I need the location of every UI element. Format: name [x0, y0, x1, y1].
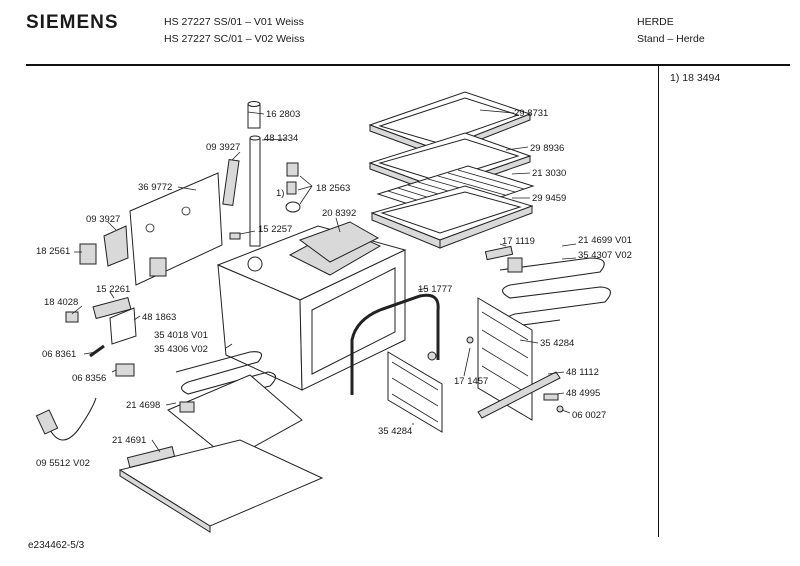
label-16-2803: 16 2803 [266, 109, 300, 120]
label-18-2563: 18 2563 [316, 183, 350, 194]
label-48-1334: 48 1334 [264, 133, 298, 144]
label-35-4307-v02: 35 4307 V02 [578, 250, 632, 261]
switch-18-2561 [79, 243, 97, 265]
label-15-2261: 15 2261 [96, 284, 130, 295]
door-seal-15-1777 [350, 293, 440, 395]
bracket-18-4028 [65, 311, 79, 323]
label-21-4698: 21 4698 [126, 400, 160, 411]
side-rail-35-4284-right [477, 297, 533, 421]
grill-element-21-4699 [499, 257, 611, 327]
model-line-2: HS 27227 SC/01 – V02 Weiss [164, 33, 305, 45]
hinge-09-3927 [103, 225, 129, 267]
hinge-09-3927-top [222, 158, 240, 207]
label-21-4691: 21 4691 [112, 435, 146, 446]
label-18-2561: 18 2561 [36, 246, 70, 257]
label-footnote-marker: 1) [276, 188, 284, 199]
screws-17-1457 [427, 336, 474, 361]
bottom-element-35-4018 [175, 351, 277, 405]
base-plate-21-4691 [118, 439, 324, 533]
category-title: HERDE [637, 16, 674, 28]
label-18-4028: 18 4028 [44, 297, 78, 308]
label-09-3927: 09 3927 [86, 214, 120, 225]
holder-17-1119 [484, 245, 514, 261]
label-29-8936: 29 8936 [530, 143, 564, 154]
label-20-8392: 20 8392 [322, 208, 356, 219]
terminal-15-2261 [92, 296, 132, 320]
label-15-2257: 15 2257 [258, 224, 292, 235]
label-06-8356: 06 8356 [72, 373, 106, 384]
drawing-number: e234462-5/3 [28, 540, 85, 551]
insulation-20-8392 [298, 221, 380, 263]
baking-tray-29-9459 [370, 185, 534, 249]
oven-muffle-body [216, 225, 407, 391]
side-rail-35-4284-left [387, 351, 443, 433]
label-21-4699-v01: 21 4699 V01 [578, 235, 632, 246]
brand-logo: SIEMENS [26, 12, 119, 33]
clip-15-2257 [229, 232, 241, 240]
clips-48-4995-06-0027 [543, 393, 564, 413]
label-17-1457: 17 1457 [454, 376, 488, 387]
label-35-4018-v01: 35 4018 V01 [154, 330, 208, 341]
label-36-9772: 36 9772 [138, 182, 172, 193]
bottom-plate-21-4698 [167, 374, 303, 461]
diagram-artwork [35, 91, 611, 533]
lamp-parts-18-2563 [285, 162, 301, 213]
label-29-9459: 29 9459 [532, 193, 566, 204]
model-line-1: HS 27227 SS/01 – V01 Weiss [164, 16, 304, 28]
side-panel-divider [658, 65, 660, 537]
label-15-1777: 15 1777 [418, 284, 452, 295]
power-cable-09-5512 [35, 397, 97, 441]
screw-06-8361 [89, 344, 105, 358]
label-06-0027: 06 0027 [572, 410, 606, 421]
subcategory-title: Stand – Herde [637, 33, 705, 45]
baking-tray-29-8731 [368, 91, 532, 157]
label-48-4995: 48 4995 [566, 388, 600, 399]
label-09-5512-v02: 09 5512 V02 [36, 458, 90, 469]
side-note: 1) 18 3494 [670, 72, 721, 84]
rail-48-1112 [477, 371, 561, 419]
rod-48-1334 [249, 135, 261, 247]
header-rule [26, 64, 790, 66]
label-21-3030: 21 3030 [532, 168, 566, 179]
label-09-3927-top: 09 3927 [206, 142, 240, 153]
label-17-1119: 17 1119 [502, 236, 535, 247]
cylinder-16-2803 [247, 101, 261, 129]
label-48-1112: 48 1112 [566, 367, 599, 378]
part-labels: 16 2803 48 1334 09 3927 36 9772 09 3927 … [36, 108, 632, 469]
label-29-8731: 29 8731 [514, 108, 548, 119]
label-35-4284-left: 35 4284 [378, 426, 412, 437]
label-48-1863: 48 1863 [142, 312, 176, 323]
door-inner-panel-36-9772 [129, 172, 223, 286]
holder-48-1863 [109, 307, 137, 345]
connector-06-8356 [115, 363, 135, 377]
label-35-4284-right: 35 4284 [540, 338, 574, 349]
label-35-4306-v02: 35 4306 V02 [154, 344, 208, 355]
label-06-8361: 06 8361 [42, 349, 76, 360]
leader-lines [71, 109, 577, 453]
